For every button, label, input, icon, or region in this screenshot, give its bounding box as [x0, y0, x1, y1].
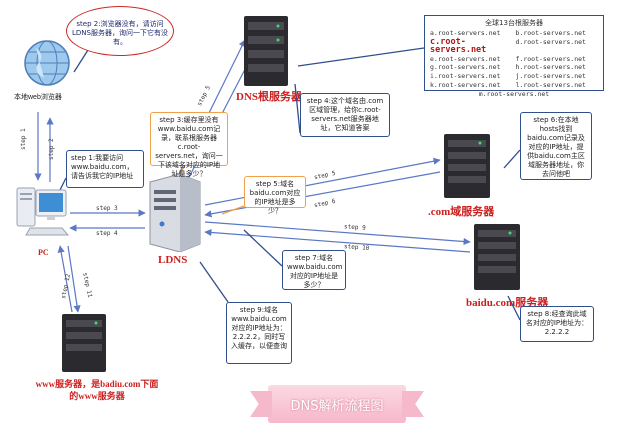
- root-list-item: h.root-servers.net: [515, 63, 586, 72]
- root-list-item: g.root-servers.net: [430, 63, 501, 72]
- root-list-item: a.root-servers.net: [430, 29, 501, 37]
- ptr-step9: [199, 261, 229, 303]
- www-server-label: www服务器，是badiu.com下面的www服务器: [35, 379, 159, 401]
- www-server-icon: [60, 312, 108, 374]
- root-list-item: c.root-servers.net: [430, 36, 487, 56]
- step-label: step 2: [48, 138, 55, 160]
- root-server-icon: [242, 14, 290, 88]
- root-server-label: DNS根服务器: [236, 91, 303, 103]
- step-label: step 3: [96, 205, 118, 212]
- link-step10: [204, 228, 471, 253]
- com-server-icon: [442, 132, 492, 200]
- root-list-grid: a.root-servers.net b.root-servers.net c.ro…: [425, 28, 603, 90]
- com-server-label: .com域服务器: [428, 206, 495, 218]
- root-servers-list: 全球13台根服务器 a.root-servers.net b.root-serve…: [424, 15, 604, 98]
- root-list-item: d.root-servers.net: [515, 37, 586, 46]
- ptr-step5: [221, 205, 245, 215]
- root-list-item: e.root-servers.net: [430, 54, 501, 63]
- root-list-item: i.root-servers.net: [430, 71, 501, 80]
- link-step11: [67, 245, 81, 313]
- root-list-item: l.root-servers.net: [515, 80, 586, 89]
- step-label: step 4: [96, 230, 118, 237]
- link-step6: [204, 171, 441, 218]
- step7-bubble: step 7:域名www.baidu.com对应的IP地址是多少？: [282, 250, 346, 290]
- step-label: step 1: [20, 128, 27, 150]
- link-step5c: [204, 157, 441, 206]
- ptr-step6: [503, 149, 521, 169]
- browser-label: 本地web浏览器: [14, 94, 62, 101]
- step1-bubble: step 1:我要访问www.baidu.com，请告诉我它的IP地址: [66, 150, 144, 188]
- step5-bubble: step 5:域名baidu.com对应的IP地址是多少？: [244, 176, 306, 215]
- ptr-step2: [73, 49, 89, 73]
- diagram-title: DNS解析流程图: [290, 398, 384, 414]
- step6-bubble: step 6:在本地hosts找到baidu.com记录及对应的IP地址，提供b…: [520, 112, 592, 180]
- pc-label: PC: [38, 248, 49, 257]
- root-list-item: k.root-servers.net: [430, 80, 501, 89]
- diagram-title-banner: DNS解析流程图: [268, 385, 406, 423]
- root-list-item: b.root-servers.net: [515, 29, 586, 37]
- pc-icon: [14, 184, 70, 238]
- step2-bubble: step 2:浏览器没有，请访问LDNS服务器，询问一下它有没有。: [66, 6, 174, 56]
- root-list-item: j.root-servers.net: [515, 71, 586, 80]
- link-step12: [57, 245, 73, 313]
- ldns-server-icon: [142, 172, 204, 253]
- step8-bubble: step 8:经查询此域名对应的IP地址为：2.2.2.2: [520, 306, 594, 342]
- step4-bubble: step 4:这个域名由.com区域管理，给你c.root-servers.ne…: [300, 93, 390, 137]
- root-list-item: f.root-servers.net: [515, 54, 586, 63]
- root-list-title: 全球13台根服务器: [485, 19, 543, 27]
- step3-bubble: step 3:缓存里没有www.baidu.com记录，联系根服务器c.root…: [150, 112, 228, 178]
- ptr-root: [297, 47, 425, 67]
- link-step9: [204, 221, 471, 246]
- globe-icon: [22, 38, 72, 88]
- ptr-step4: [294, 83, 301, 134]
- ptr-step8: [507, 295, 521, 321]
- baidu-server-icon: [472, 222, 522, 292]
- ldns-label: LDNS: [158, 254, 188, 266]
- step9-bubble: step 9:域名www.baidu.com对应的IP地址为：2.2.2.2，同…: [226, 302, 292, 364]
- root-list-item: m.root-servers.net: [478, 90, 550, 99]
- step-label: step 9: [343, 223, 366, 232]
- ptr-step7: [243, 229, 283, 267]
